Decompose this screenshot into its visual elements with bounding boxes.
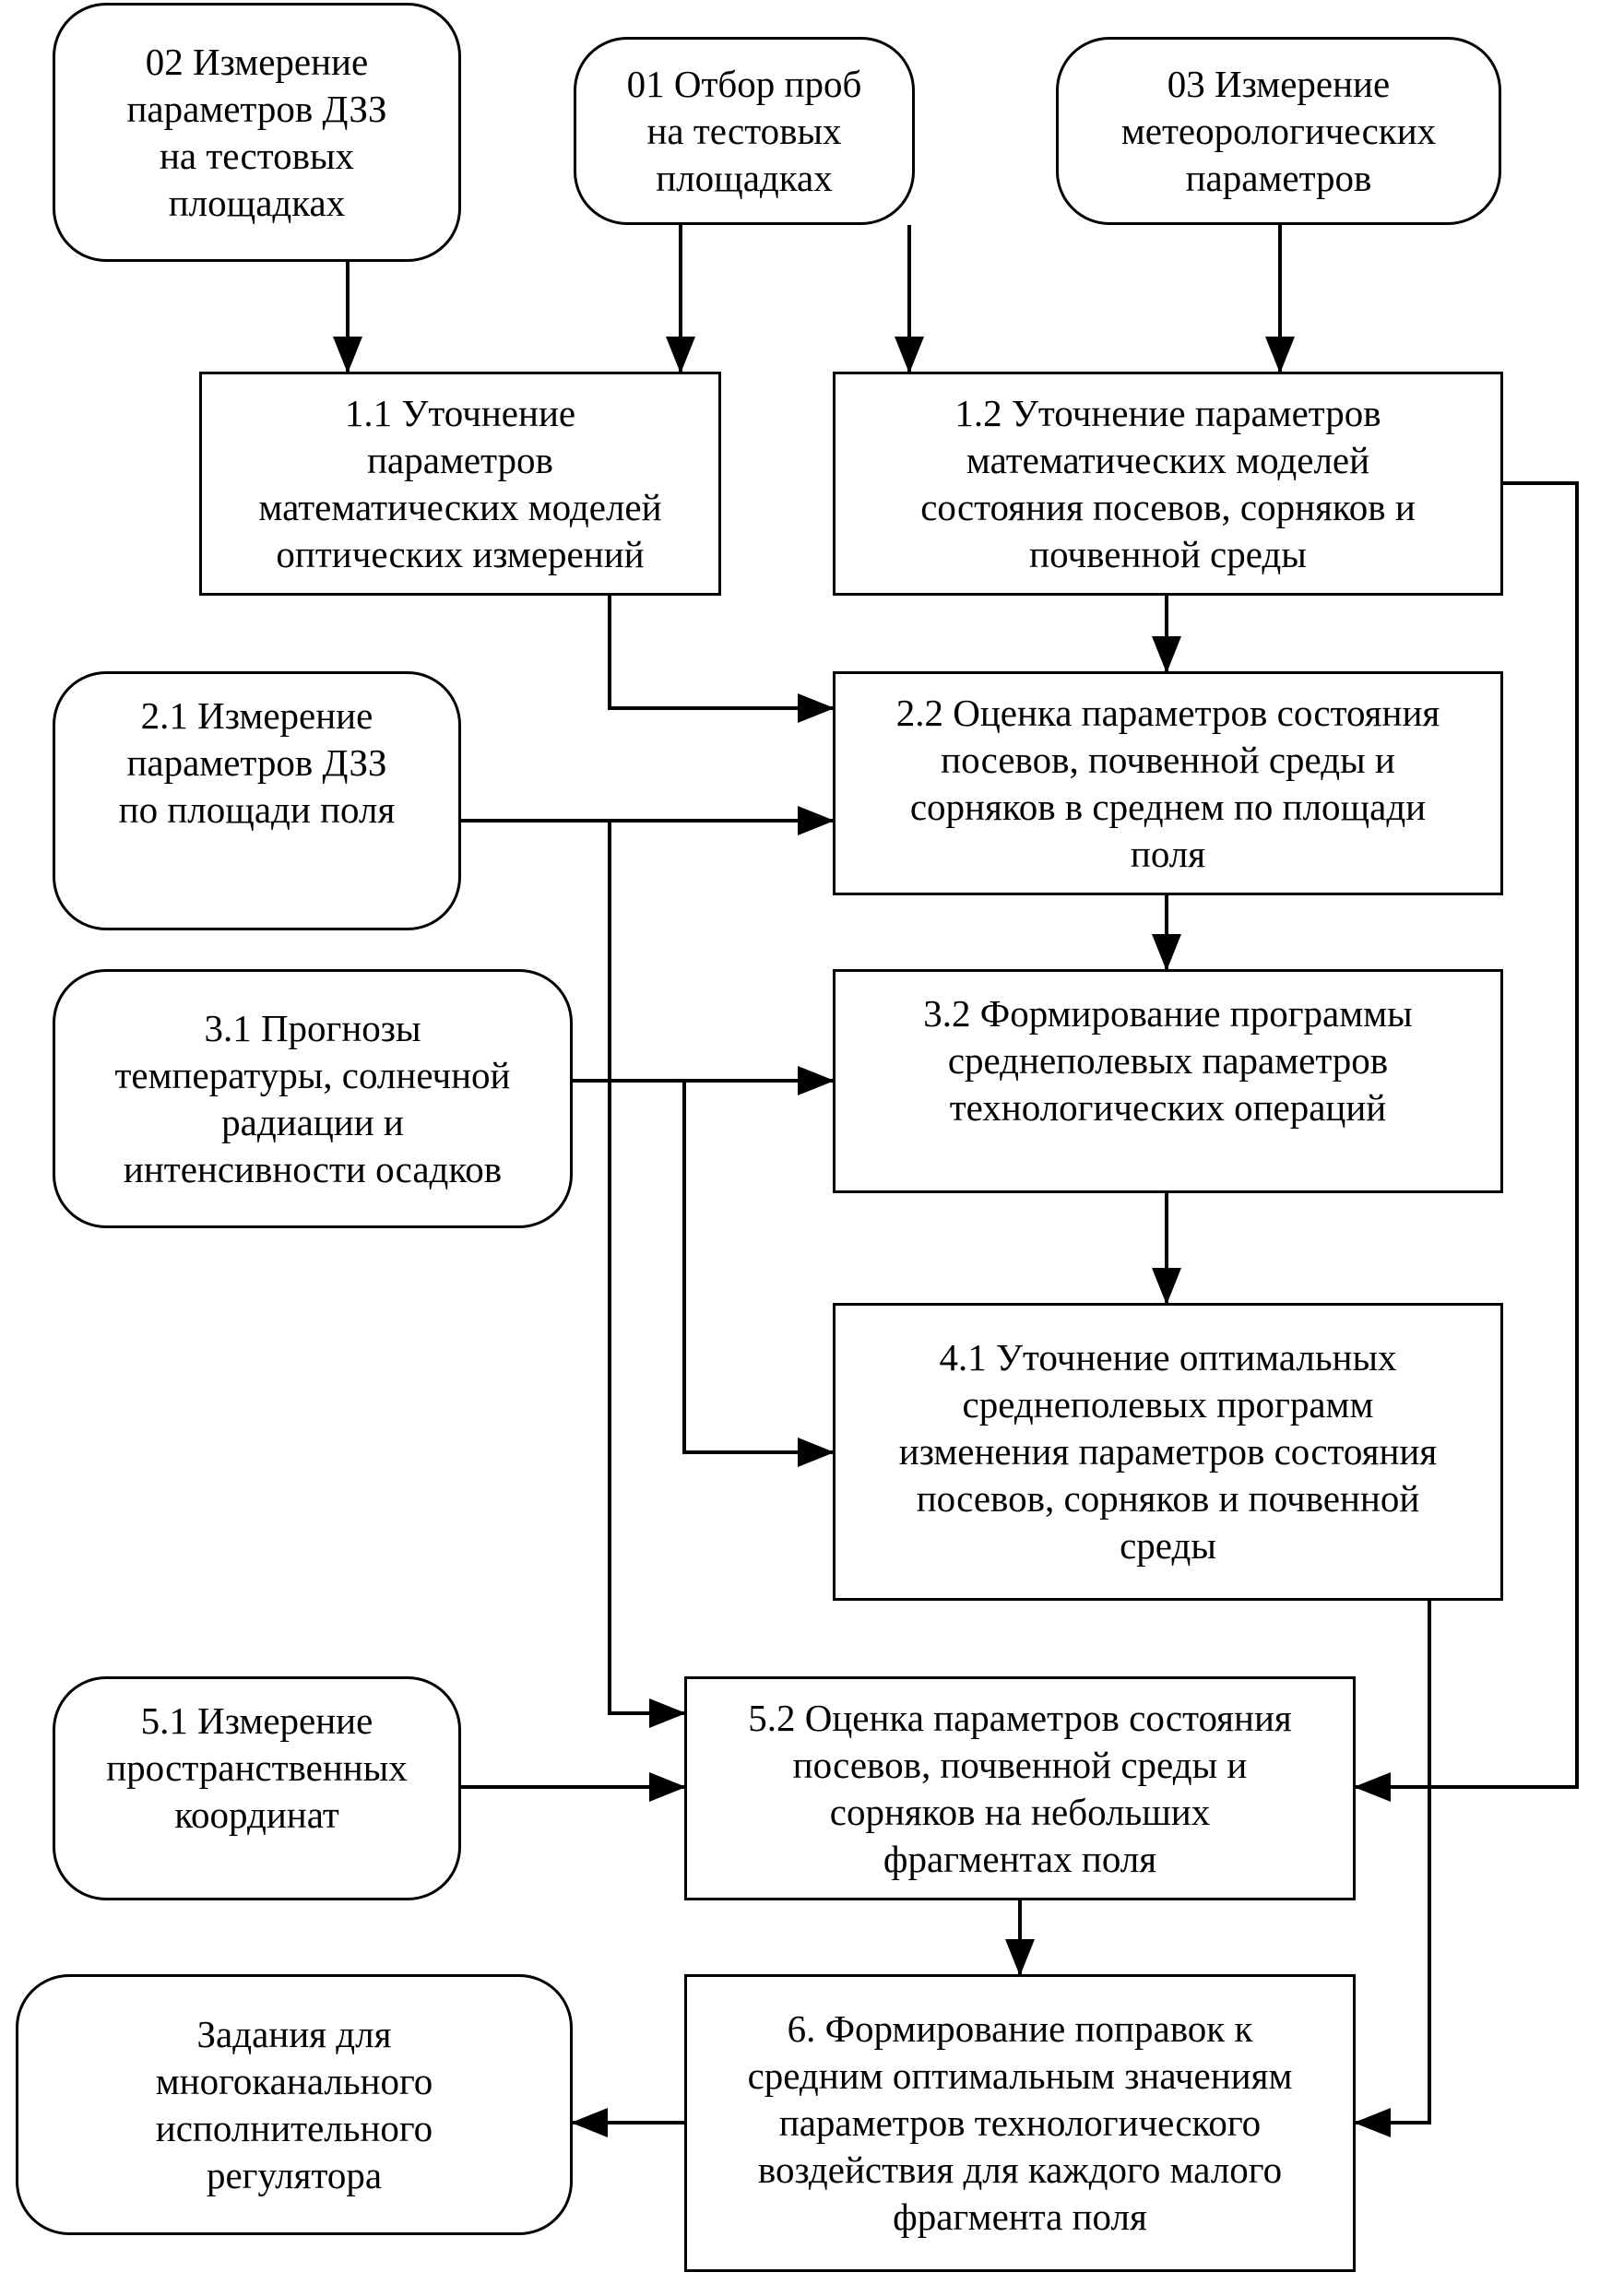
node-02-label: 02 Измерение параметров ДЗЗ на тестовых … bbox=[126, 40, 387, 224]
node-1-2-label: 1.2 Уточнение параметров математических … bbox=[920, 391, 1416, 575]
node-2-1-dzz-field: 2.1 Измерение параметров ДЗЗ по площади … bbox=[53, 671, 461, 930]
node-1-2-state-models: 1.2 Уточнение параметров математических … bbox=[833, 372, 1503, 596]
node-1-1-optical-models: 1.1 Уточнение параметров математических … bbox=[199, 372, 721, 596]
node-2-2-label: 2.2 Оценка параметров состояния посевов,… bbox=[895, 691, 1440, 875]
node-4-1-label: 4.1 Уточнение оптимальных среднеполевых … bbox=[898, 1336, 1438, 1567]
node-5-1-label: 5.1 Измерение пространственных координат bbox=[106, 1699, 408, 1836]
node-3-1-forecasts: 3.1 Прогнозы температуры, солнечной ради… bbox=[53, 969, 573, 1228]
node-2-2-field-average: 2.2 Оценка параметров состояния посевов,… bbox=[833, 671, 1503, 895]
node-1-1-label: 1.1 Уточнение параметров математических … bbox=[258, 391, 662, 575]
node-01-label: 01 Отбор проб на тестовых площадках bbox=[626, 62, 862, 199]
node-4-1-optimal-programs: 4.1 Уточнение оптимальных среднеполевых … bbox=[833, 1303, 1503, 1601]
node-5-2-label: 5.2 Оценка параметров состояния посевов,… bbox=[748, 1696, 1292, 1880]
node-3-2-label: 3.2 Формирование программы среднеполевых… bbox=[923, 992, 1413, 1129]
node-5-2-small-fragments: 5.2 Оценка параметров состояния посевов,… bbox=[684, 1676, 1356, 1900]
node-output-label: Задания для многоканального исполнительн… bbox=[155, 2012, 433, 2196]
node-2-1-label: 2.1 Измерение параметров ДЗЗ по площади … bbox=[118, 694, 396, 831]
node-output-regulator-tasks: Задания для многоканального исполнительн… bbox=[16, 1974, 573, 2235]
node-3-1-label: 3.1 Прогнозы температуры, солнечной ради… bbox=[114, 1006, 511, 1190]
node-3-2-program: 3.2 Формирование программы среднеполевых… bbox=[833, 969, 1503, 1193]
node-6-label: 6. Формирование поправок к средним оптим… bbox=[747, 2007, 1293, 2238]
node-6-corrections: 6. Формирование поправок к средним оптим… bbox=[684, 1974, 1356, 2272]
node-03-meteo: 03 Измерение метеорологических параметро… bbox=[1056, 37, 1501, 225]
node-5-1-coordinates: 5.1 Измерение пространственных координат bbox=[53, 1676, 461, 1900]
node-01-sampling: 01 Отбор проб на тестовых площадках bbox=[574, 37, 915, 225]
node-02-dzz-test-plots: 02 Измерение параметров ДЗЗ на тестовых … bbox=[53, 3, 461, 262]
node-03-label: 03 Измерение метеорологических параметро… bbox=[1120, 62, 1437, 199]
